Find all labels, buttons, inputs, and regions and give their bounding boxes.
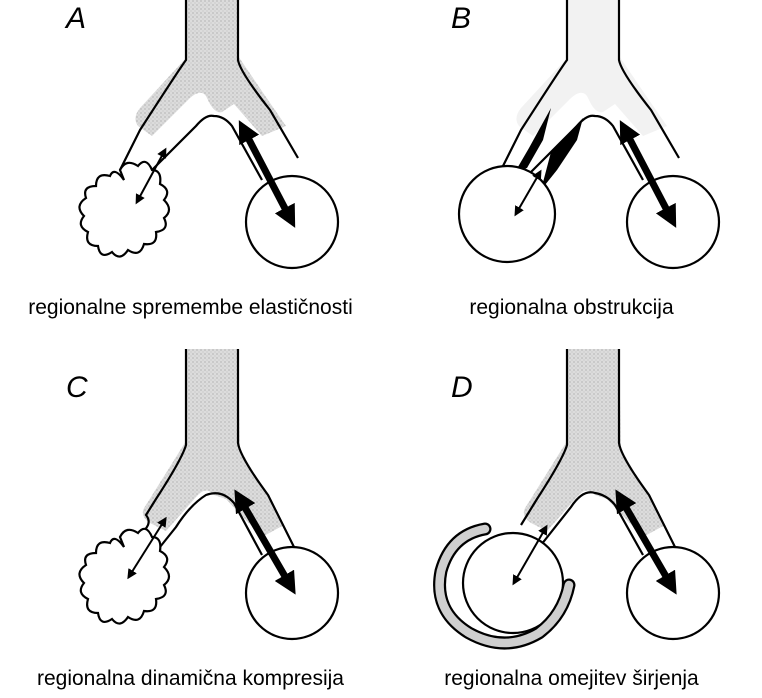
alveolus-left bbox=[459, 166, 555, 262]
panel-b: B regionalna obstrukcija bbox=[381, 0, 762, 349]
airway-outline-inner bbox=[150, 116, 262, 180]
panel-letter: D bbox=[451, 373, 473, 403]
panel-a: A regionalne spremembe elastičnosti bbox=[0, 0, 381, 349]
panel-letter: A bbox=[66, 4, 86, 34]
normal-alveolus bbox=[627, 547, 719, 639]
normal-alveolus bbox=[246, 547, 338, 639]
panel-letter: C bbox=[66, 373, 88, 403]
obstruction-right bbox=[541, 118, 583, 190]
diagram-c bbox=[0, 349, 381, 698]
panel-caption: regionalna omejitev širjenja bbox=[381, 667, 762, 691]
panel-caption: regionalna dinamična kompresija bbox=[0, 667, 381, 691]
airway bbox=[143, 349, 284, 537]
normal-alveolus bbox=[246, 176, 338, 268]
panel-d: D regionalna omejitev širjenja bbox=[381, 349, 762, 698]
panel-letter: B bbox=[451, 4, 471, 34]
panel-caption: regionalne spremembe elastičnosti bbox=[0, 296, 381, 320]
panel-caption: regionalna obstrukcija bbox=[381, 296, 762, 320]
airway bbox=[524, 349, 665, 537]
stiff-alveolus bbox=[79, 529, 169, 624]
alveolus-right bbox=[627, 176, 719, 268]
diagram-d bbox=[381, 349, 762, 698]
stiff-alveolus bbox=[79, 162, 169, 257]
panel-c: C regionalna dinamična kompresija bbox=[0, 349, 381, 698]
